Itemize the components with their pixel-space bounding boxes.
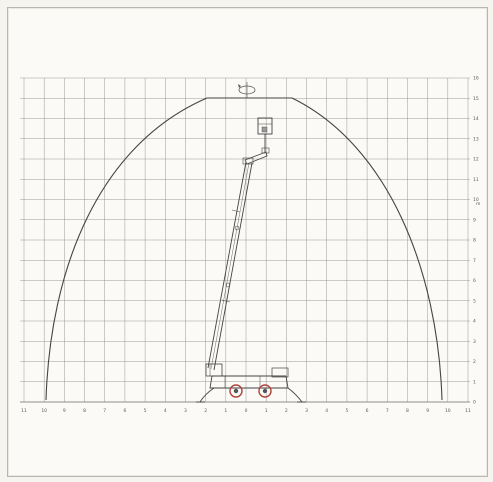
- right-axis-tick-label: 1: [473, 379, 476, 385]
- right-axis-tick-label: 4: [473, 319, 476, 325]
- right-axis-tick-label: 8: [473, 238, 476, 244]
- bottom-axis-tick-label: 7: [386, 408, 389, 414]
- rotate-arrow-icon: [238, 82, 256, 98]
- bottom-axis-tick-label: 8: [83, 408, 86, 414]
- bottom-axis-tick-label: 7: [103, 408, 106, 414]
- bottom-axis-tick-label: 0: [245, 408, 248, 414]
- bottom-axis-tick-label: 8: [406, 408, 409, 414]
- diagram-sheet: [7, 7, 488, 477]
- right-axis-tick-label: 3: [473, 339, 476, 345]
- bottom-axis-tick-label: 11: [21, 408, 27, 414]
- right-axis-tick-label: 12: [473, 157, 479, 163]
- wheels: [229, 384, 272, 398]
- bottom-axis-tick-label: 3: [184, 408, 187, 414]
- telescopic-boom: [207, 157, 254, 371]
- bottom-axis-tick-label: 9: [63, 408, 66, 414]
- bottom-axis-tick-label: 11: [465, 408, 471, 414]
- right-axis-tick-label: 0: [473, 400, 476, 406]
- right-axis-tick-label: 14: [473, 116, 479, 122]
- bottom-axis-tick-label: 10: [41, 408, 47, 414]
- right-axis-tick-label: 16: [473, 76, 479, 82]
- bottom-axis-tick-label: 1: [224, 408, 227, 414]
- platform-basket: [257, 117, 273, 154]
- right-axis-tick-label: 9: [473, 217, 476, 223]
- bottom-axis-tick-label: 2: [204, 408, 207, 414]
- grid: [20, 77, 470, 403]
- bottom-axis-tick-label: 10: [445, 408, 451, 414]
- right-axis-tick-label: 10: [473, 197, 479, 203]
- bottom-axis-tick-label: 4: [325, 408, 328, 414]
- bottom-axis-tick-label: 6: [366, 408, 369, 414]
- right-axis-tick-label: 5: [473, 298, 476, 304]
- bottom-axis-tick-label: 9: [426, 408, 429, 414]
- outriggers: [196, 387, 306, 403]
- right-axis-tick-label: 6: [473, 278, 476, 284]
- bottom-axis-tick-label: 5: [345, 408, 348, 414]
- bottom-axis-tick-label: 3: [305, 408, 308, 414]
- right-axis-tick-label: 11: [473, 177, 479, 183]
- right-axis-tick-label: 13: [473, 136, 479, 142]
- aerial-platform-machine: [196, 117, 306, 403]
- bottom-axis-tick-label: 1: [265, 408, 268, 414]
- working-envelope-outline: [45, 97, 443, 401]
- right-axis-tick-label: 2: [473, 359, 476, 365]
- bottom-axis-tick-label: 6: [123, 408, 126, 414]
- right-axis-tick-label: 7: [473, 258, 476, 264]
- bottom-axis-tick-label: 4: [164, 408, 167, 414]
- bottom-axis-tick-label: 2: [285, 408, 288, 414]
- bottom-axis-tick-label: 5: [144, 408, 147, 414]
- right-axis-tick-label: 15: [473, 96, 479, 102]
- right-axis-unit: m: [476, 202, 480, 207]
